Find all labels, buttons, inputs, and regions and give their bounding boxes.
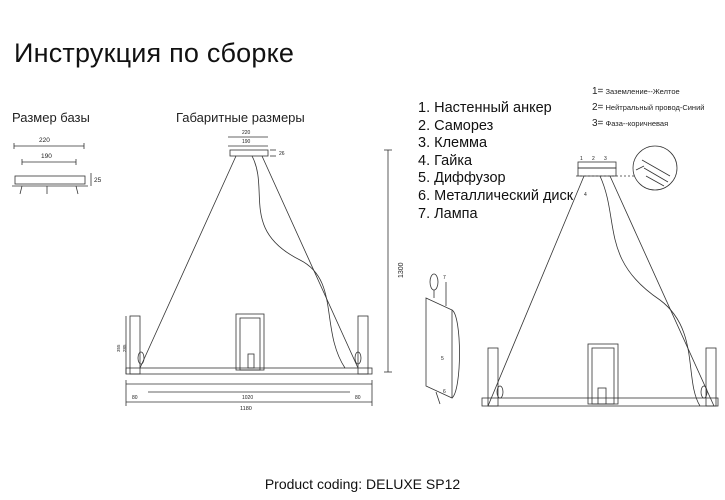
part-item: 1. Настенный анкер <box>418 100 552 116</box>
canopy-base <box>14 175 86 185</box>
part-item: 7. Лампа <box>418 205 478 222</box>
dim-overall-base-inner: 190 <box>242 139 251 145</box>
lamp-bulb <box>137 351 145 365</box>
callout-number: 5 <box>441 356 444 362</box>
ring <box>125 367 373 375</box>
dim-ring-total: 1180 <box>240 406 252 412</box>
dim-ring-inner: 1020 <box>242 395 253 401</box>
callout-number: 6 <box>443 389 446 395</box>
product-coding: Product coding: DELUXE SP12 <box>264 476 461 492</box>
part-item: 4. Гайка <box>418 152 473 169</box>
part-item: 2. Саморез <box>418 117 494 134</box>
dim-side-height-2: 285 <box>122 344 127 352</box>
ring <box>481 397 719 407</box>
dim-base-height: 25 <box>94 177 102 184</box>
dim-base-outer: 220 <box>39 137 50 144</box>
base-size-heading: Размер базы <box>12 110 90 125</box>
callout-number: 1 <box>580 156 583 162</box>
left-cable <box>139 155 237 369</box>
left-arm <box>129 315 141 375</box>
wiring-item: 1= Заземление--Желтое <box>592 86 680 97</box>
parts-list: 1. Настенный анкер 2. Саморез 3. Клемма … <box>418 100 573 223</box>
wiring-item: 3= Фаза--коричневая <box>592 118 669 129</box>
callout-number: 4 <box>584 192 587 198</box>
right-cable <box>261 155 359 369</box>
wiring-item: 2= Нейтральный провод-Синий <box>592 102 705 113</box>
part-item: 6. Металлический диск <box>418 187 574 204</box>
part-item: 3. Клемма <box>418 135 488 152</box>
right-arm <box>357 315 369 375</box>
canopy <box>229 149 269 157</box>
center-frame <box>587 343 619 405</box>
lamp-bulb <box>354 351 362 365</box>
callout-number: 2 <box>592 156 595 162</box>
lamp-bulb <box>496 385 504 399</box>
installation-drawing <box>481 145 719 407</box>
dim-overall-base-outer: 220 <box>242 130 251 136</box>
dim-drop-height: 1300 <box>398 262 405 278</box>
overall-size-heading: Габаритные размеры <box>176 110 305 125</box>
lamp-bulb <box>700 385 708 399</box>
dim-left-offset: 80 <box>132 395 138 401</box>
base-size-drawing <box>12 143 92 195</box>
part-item: 5. Диффузор <box>418 170 506 187</box>
terminal-detail-circle <box>632 145 678 191</box>
callout-number: 7 <box>443 275 446 281</box>
dim-base-inner: 190 <box>41 153 52 160</box>
dim-canopy-height: 26 <box>279 151 285 157</box>
page-title: Инструкция по сборке <box>14 38 295 68</box>
wiring-legend: 1= Заземление--Желтое 2= Нейтральный про… <box>592 84 704 132</box>
dim-side-height-1: 355 <box>116 344 121 352</box>
dim-right-offset: 80 <box>355 395 361 401</box>
callout-number: 3 <box>604 156 607 162</box>
part-detail-drawing <box>425 273 460 405</box>
overall-dimensions-drawing <box>125 136 392 406</box>
lamp-bulb <box>429 273 439 291</box>
power-cord <box>251 155 346 369</box>
